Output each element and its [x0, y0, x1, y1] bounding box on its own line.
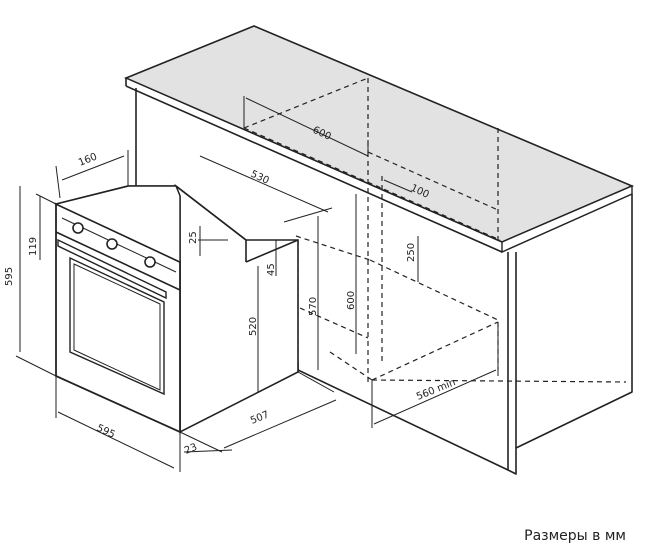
dim-25: 25	[188, 231, 199, 244]
dim-520: 520	[248, 317, 259, 336]
dim-23: 23	[183, 442, 199, 457]
dim-250: 250	[406, 243, 417, 262]
dim-595-width: 595	[95, 423, 117, 441]
knob-left-icon	[72, 222, 84, 234]
niche-dashed-outline	[243, 77, 627, 383]
dimension-lines	[19, 97, 497, 469]
dim-600-niche: 600	[346, 291, 357, 310]
oven-body-side	[174, 183, 299, 434]
cabinet-right-side	[507, 194, 633, 475]
door-handle	[57, 238, 167, 300]
units-caption: Размеры в мм	[524, 528, 626, 544]
dim-530: 530	[249, 169, 271, 187]
dim-570: 570	[308, 297, 319, 316]
dim-45: 45	[266, 263, 277, 276]
cabinet-plinth	[297, 369, 509, 471]
knob-right-icon	[144, 256, 156, 268]
dim-119: 119	[28, 237, 39, 256]
knob-middle-icon	[106, 238, 118, 250]
dim-507: 507	[249, 409, 271, 426]
dim-160: 160	[77, 151, 99, 168]
door-window	[69, 256, 165, 396]
extension-lines	[15, 96, 499, 472]
dim-595-height: 595	[4, 267, 15, 286]
